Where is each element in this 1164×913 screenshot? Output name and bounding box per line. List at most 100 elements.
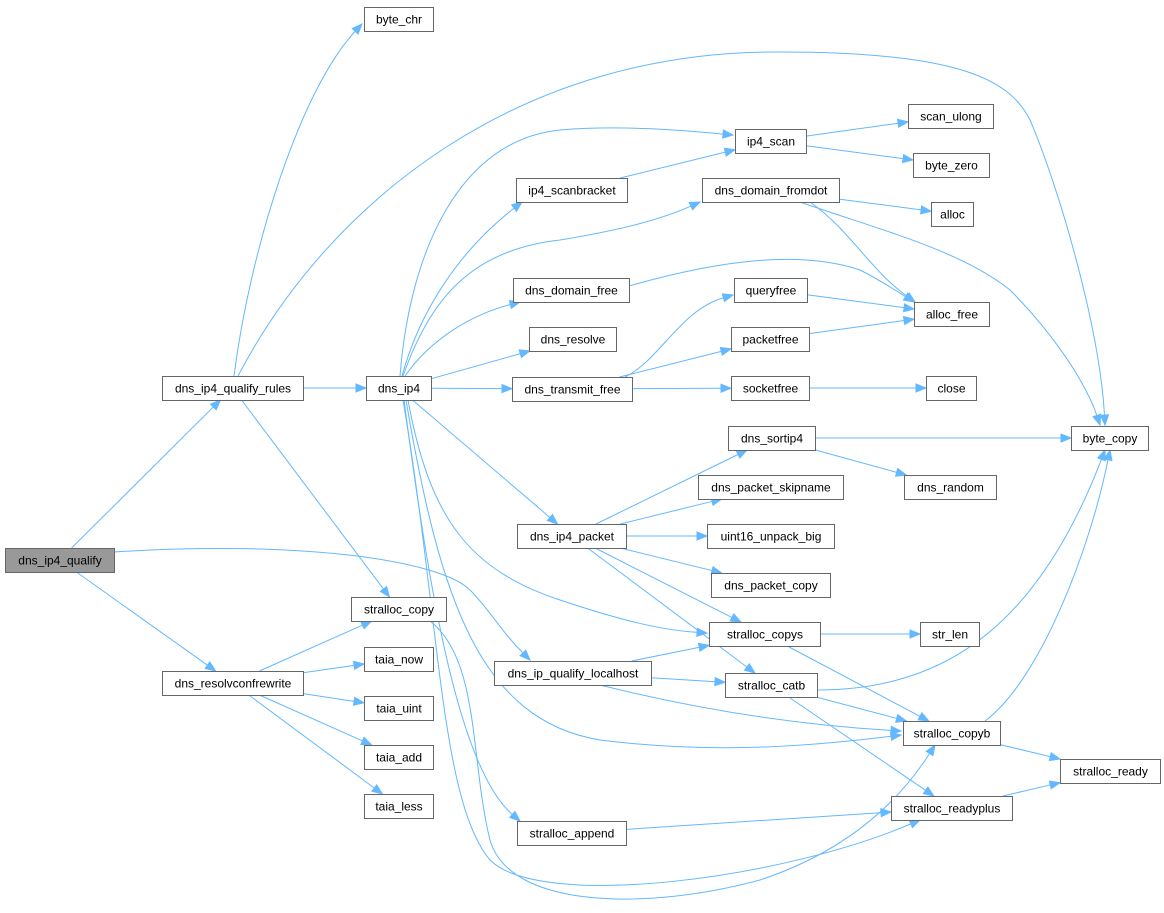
node-alloc-free[interactable]: alloc_free (914, 302, 990, 327)
edge-arrowhead (729, 613, 743, 623)
node-box (914, 302, 990, 327)
edge-arrowhead (371, 783, 384, 795)
node-dns-transmit-free[interactable]: dns_transmit_free (512, 377, 633, 402)
node-packetfree[interactable]: packetfree (731, 327, 810, 352)
edge-dns_ip4-to-ip4_scanbracket (401, 201, 524, 377)
edge-dns_domain_fromdot-to-alloc (838, 198, 933, 215)
node-queryfree[interactable]: queryfree (734, 278, 808, 303)
node-dns-resolvconfrewrite[interactable]: dns_resolvconfrewrite (162, 671, 304, 696)
node-box (162, 376, 304, 401)
node-taia-add[interactable]: taia_add (364, 745, 434, 770)
edge-line (628, 258, 907, 298)
node-label: stralloc_append (530, 827, 615, 841)
node-stralloc-readyplus[interactable]: stralloc_readyplus (891, 796, 1013, 821)
node-stralloc-catb[interactable]: stralloc_catb (725, 673, 818, 698)
node-scan-ulong[interactable]: scan_ulong (908, 104, 994, 129)
node-stralloc-append[interactable]: stralloc_append (517, 821, 627, 846)
node-dns-ip4-packet[interactable]: dns_ip4_packet (517, 524, 627, 549)
node-stralloc-copys[interactable]: stralloc_copys (709, 622, 821, 647)
node-label: dns_ip_qualify_localhost (508, 667, 639, 681)
node-box (735, 129, 807, 154)
node-label: taia_uint (376, 702, 422, 716)
edge-line (412, 399, 551, 519)
edge-line (399, 127, 725, 377)
edge-dns_ip4-to-ip4_scan (399, 127, 735, 377)
edge-arrowhead (360, 736, 373, 746)
node-dns-random[interactable]: dns_random (904, 475, 997, 500)
node-box (734, 278, 808, 303)
node-byte-chr[interactable]: byte_chr (364, 7, 434, 32)
node-stralloc-ready[interactable]: stralloc_ready (1060, 759, 1161, 784)
node-dns-ip4-qualify[interactable]: dns_ip4_qualify (5, 548, 115, 573)
node-box (920, 622, 980, 647)
node-label: ip4_scan (747, 135, 795, 149)
node-taia-less[interactable]: taia_less (364, 794, 434, 819)
node-stralloc-copyb[interactable]: stralloc_copyb (903, 721, 1001, 746)
node-label: stralloc_copyb (914, 727, 991, 741)
edge-line (71, 405, 215, 549)
edge-arrowhead (1096, 448, 1106, 462)
edge-line (838, 198, 923, 211)
edge-dns_ip4-to-stralloc_readyplus (402, 399, 922, 886)
edge-line (631, 646, 701, 662)
node-dns-packet-skipname[interactable]: dns_packet_skipname (698, 475, 844, 500)
edge-arrowhead (1103, 448, 1113, 462)
edge-stralloc_catb-to-stralloc_readyplus (788, 696, 936, 797)
edge-dns_ip4_packet-to-dns_packet_copy (620, 547, 724, 576)
edge-dns_transmit_free-to-packetfree (619, 346, 733, 378)
edge-arrowhead (743, 662, 757, 674)
node-taia-uint[interactable]: taia_uint (364, 696, 434, 721)
node-dns-packet-copy[interactable]: dns_packet_copy (711, 573, 831, 598)
node-box (904, 475, 997, 500)
node-alloc[interactable]: alloc (931, 202, 974, 227)
edge-line (999, 744, 1052, 758)
edge-ip4_scan-to-scan_ulong (805, 118, 910, 137)
node-dns-ip4[interactable]: dns_ip4 (366, 376, 432, 401)
edge-stralloc_copy-to-stralloc_copyb (429, 620, 936, 900)
node-dns-sortip4[interactable]: dns_sortip4 (728, 426, 816, 451)
node-label: dns_resolvconfrewrite (175, 677, 292, 691)
edge-arrowhead (915, 383, 928, 393)
node-stralloc-copy[interactable]: stralloc_copy (351, 597, 447, 622)
node-box (162, 671, 304, 696)
node-dns-ip-qualify-localhost[interactable]: dns_ip_qualify_localhost (494, 661, 652, 686)
edge-dns_ip4-to-dns_transmit_free (430, 383, 514, 394)
node-str-len[interactable]: str_len (920, 622, 980, 647)
node-box (731, 376, 810, 401)
node-byte-zero[interactable]: byte_zero (913, 153, 990, 178)
node-ip4-scan[interactable]: ip4_scan (735, 129, 807, 154)
node-dns-resolve[interactable]: dns_resolve (529, 327, 617, 352)
node-dns-domain-fromdot[interactable]: dns_domain_fromdot (702, 178, 840, 203)
edge-dns_ip4_qualify_rules-to-byte_copy (237, 51, 1110, 427)
edge-arrowhead (1099, 414, 1110, 427)
edge-dns_ip4_qualify-to-dns_ip_qualify_localhost (113, 547, 531, 661)
edge-dns_ip_qualify_localhost-to-stralloc_copys (631, 642, 711, 662)
node-box (709, 622, 821, 647)
edge-line (809, 201, 908, 298)
edge-arrowhead (714, 676, 727, 687)
edge-dns_ip_qualify_localhost-to-stralloc_copyb (599, 684, 903, 736)
node-box (494, 661, 652, 686)
edge-line (595, 453, 740, 525)
node-ip4-scanbracket[interactable]: ip4_scanbracket (516, 178, 628, 203)
node-taia-now[interactable]: taia_now (364, 647, 434, 672)
edge-arrowhead (919, 205, 933, 215)
node-uint16-unpack-big[interactable]: uint16_unpack_big (707, 524, 835, 549)
edge-dns_ip4_qualify-to-dns_ip4_qualify_rules (71, 399, 222, 549)
node-label: dns_ip4_qualify_rules (175, 382, 291, 396)
edge-ip4_scan-to-byte_zero (805, 145, 915, 164)
edge-line (248, 694, 376, 790)
node-dns-domain-free[interactable]: dns_domain_free (513, 278, 630, 303)
node-byte-copy[interactable]: byte_copy (1071, 426, 1149, 451)
node-close[interactable]: close (926, 376, 977, 401)
node-label: str_len (932, 628, 968, 642)
node-label: stralloc_catb (738, 679, 806, 693)
node-socketfree[interactable]: socketfree (731, 376, 810, 401)
edge-arrowhead (1060, 433, 1073, 443)
node-label: dns_domain_free (525, 284, 618, 298)
edge-line (259, 624, 364, 672)
node-dns-ip4-qualify-rules[interactable]: dns_ip4_qualify_rules (162, 376, 304, 401)
edge-line (805, 122, 900, 137)
node-label: dns_sortip4 (741, 432, 803, 446)
edge-dns_resolvconfrewrite-to-taia_add (259, 694, 373, 746)
